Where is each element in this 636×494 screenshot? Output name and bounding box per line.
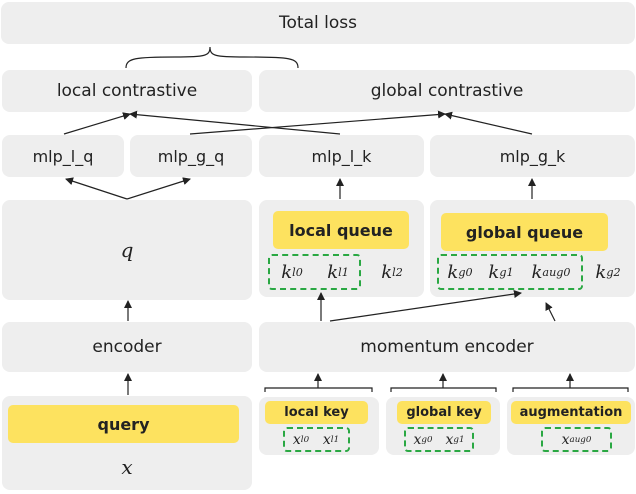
arrow-mlp-l-q-to-local xyxy=(63,112,131,135)
local-key-bracket xyxy=(264,387,373,392)
total-loss-label: Total loss xyxy=(279,13,357,33)
local-contrastive-label: local contrastive xyxy=(56,81,198,101)
mlp-l-q-box xyxy=(2,135,124,177)
arrow-momentum-to-global-queue xyxy=(329,290,522,322)
q-panel xyxy=(2,200,252,300)
query-title: query xyxy=(8,405,239,443)
mlp-g-q-box xyxy=(130,135,252,177)
arrow-momentum-to-kaug0 xyxy=(545,302,556,322)
q-symbol: q xyxy=(120,238,134,262)
arrow-mlp-g-q-to-global xyxy=(189,110,446,135)
total-loss-box xyxy=(1,2,635,44)
local-contrastive-box xyxy=(2,70,252,112)
global-queue-dashed-group xyxy=(437,254,583,290)
mlp-l-k-label: mlp_l_k xyxy=(311,146,372,166)
mlp-l-k-box xyxy=(259,135,424,177)
local-queue-title: local queue xyxy=(273,211,409,249)
global-key-dashed-group xyxy=(404,427,474,452)
global-queue-title: global queue xyxy=(441,213,608,251)
arrow-mlp-g-k-to-global xyxy=(444,111,533,135)
global-contrastive-box xyxy=(259,70,635,112)
global-key-title: global key xyxy=(397,401,491,424)
arrow-q-to-mlp-l-q xyxy=(65,177,128,200)
mlp-g-k-label: mlp_g_k xyxy=(499,146,566,166)
global-key-bracket xyxy=(390,387,497,392)
momentum-encoder-box xyxy=(259,322,635,372)
arrow-mlp-l-k-to-local xyxy=(129,110,341,135)
augmentation-bracket xyxy=(512,387,629,392)
augmentation-title: augmentation xyxy=(511,401,631,424)
mlp-g-k-box xyxy=(430,135,635,177)
momentum-encoder-label: momentum encoder xyxy=(360,337,534,357)
encoder-box xyxy=(2,322,252,372)
mlp-g-q-label: mlp_g_q xyxy=(157,146,225,166)
augmentation-dashed-group xyxy=(541,427,612,452)
encoder-label: encoder xyxy=(92,337,162,357)
total-loss-brace xyxy=(125,46,299,69)
arrow-q-to-mlp-g-q xyxy=(126,177,191,200)
global-contrastive-label: global contrastive xyxy=(370,81,524,101)
local-key-dashed-group xyxy=(283,427,350,452)
local-key-title: local key xyxy=(265,401,368,424)
query-symbol: x xyxy=(121,455,133,479)
mlp-l-q-label: mlp_l_q xyxy=(32,146,94,166)
local-queue-dashed-group xyxy=(268,254,361,290)
